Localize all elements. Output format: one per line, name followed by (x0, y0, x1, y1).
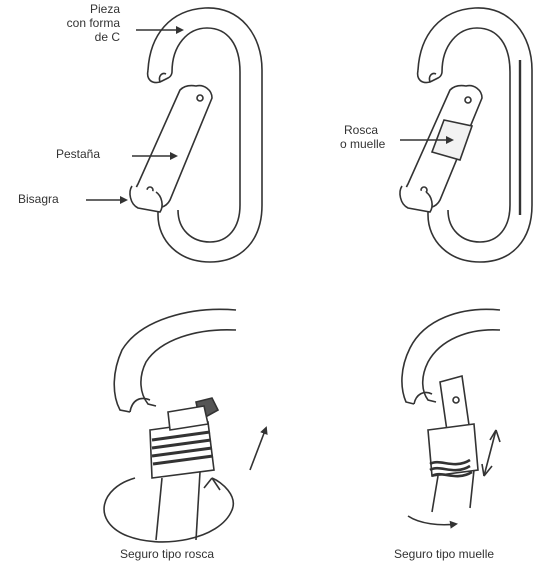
label-tab: Pestaña (56, 148, 100, 161)
caption-screw-lock: Seguro tipo rosca (82, 548, 252, 561)
pointer-arrows (86, 30, 452, 200)
label-lock-line2: o muelle (340, 138, 400, 151)
gate-right (400, 86, 482, 212)
label-lock-line1: Rosca (344, 124, 400, 137)
label-hinge: Bisagra (18, 193, 59, 206)
gate-left (130, 86, 212, 212)
label-piece-line2: con forma (44, 17, 120, 30)
label-piece-line1: Pieza (44, 3, 120, 16)
spring-lock-detail (402, 309, 500, 524)
screw-lock-detail (104, 309, 266, 542)
caption-spring-lock: Seguro tipo muelle (356, 548, 532, 561)
label-piece-line3: de C (44, 31, 120, 44)
